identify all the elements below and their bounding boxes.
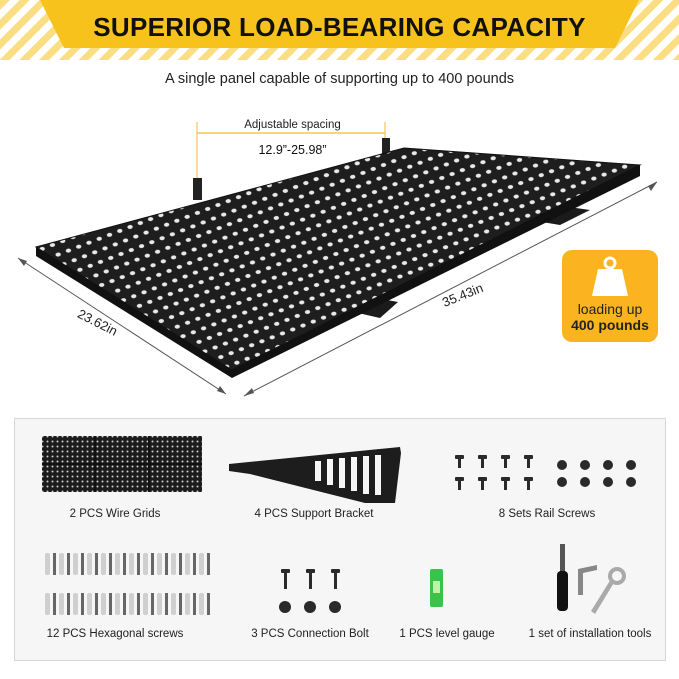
- hex-screws-icon: [45, 553, 210, 615]
- badge-line1: loading up: [577, 301, 643, 317]
- accessories-panel: 2 PCS Wire Grids 4 PCS Support Bracket 8…: [14, 418, 666, 661]
- rail-hook-right: [382, 138, 390, 156]
- banner-background: [0, 0, 679, 60]
- accessory-label-rail-screws: 8 Sets Rail Screws: [498, 508, 596, 520]
- connection-bolt-icon: [279, 569, 341, 613]
- spacing-label: Adjustable spacing: [244, 119, 341, 131]
- weight-icon: [592, 256, 628, 296]
- level-gauge-icon: [430, 569, 443, 607]
- accessory-label-connection-bolt: 3 PCS Connection Bolt: [251, 628, 369, 640]
- rail-hook-left: [193, 178, 202, 200]
- accessories-illustrations: [42, 436, 636, 615]
- accessory-label-wire-grids: 2 PCS Wire Grids: [69, 508, 161, 520]
- spacing-value: 12.9”-25.98”: [258, 143, 327, 157]
- wire-grid-icon: [42, 436, 202, 492]
- installation-tools-icon: [557, 544, 626, 614]
- pegboard-shelf-image: [17, 122, 658, 397]
- accessory-label-support-bracket: 4 PCS Support Bracket: [254, 508, 374, 520]
- rail-screws-icon: [455, 455, 636, 490]
- page-title: SUPERIOR LOAD-BEARING CAPACITY: [93, 12, 586, 42]
- badge-line2: 400 pounds: [571, 317, 649, 333]
- page-subtitle: A single panel capable of supporting up …: [164, 71, 515, 87]
- accessory-label-installation-tools: 1 set of installation tools: [528, 628, 652, 640]
- load-badge: loading up 400 pounds: [562, 250, 658, 342]
- accessory-label-level-gauge: 1 PCS level gauge: [399, 628, 495, 640]
- header-banner: SUPERIOR LOAD-BEARING CAPACITY: [0, 0, 679, 60]
- accessory-label-hex-screws: 12 PCS Hexagonal screws: [46, 628, 184, 640]
- support-bracket-icon: [229, 447, 401, 503]
